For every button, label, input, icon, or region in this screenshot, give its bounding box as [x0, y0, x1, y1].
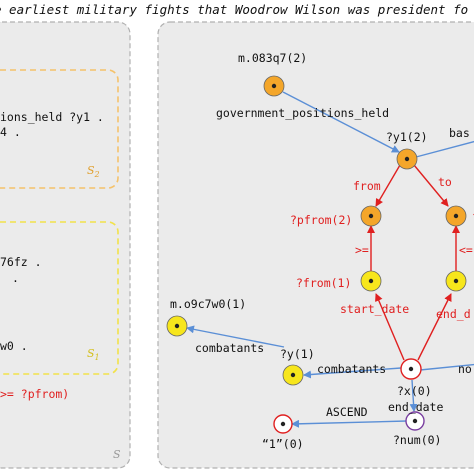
edge-label-no: no	[458, 362, 472, 376]
graph-edges	[186, 91, 474, 428]
node-label-pfrom: ?pfrom(2)	[290, 213, 352, 227]
edge-bas	[415, 140, 474, 158]
node-from1	[360, 270, 382, 292]
edge-label-lte: <=	[459, 243, 473, 257]
edge-label-gte: >=	[355, 243, 369, 257]
s2-label: S2	[87, 164, 100, 179]
edge-label-to: to	[438, 175, 452, 189]
node-label-pto: ?p	[472, 211, 474, 225]
node-y1	[396, 148, 418, 170]
node-one0	[273, 414, 293, 434]
node-pto	[445, 205, 467, 227]
graph-nodes	[166, 75, 467, 434]
node-label-m0: m.o9c7w0(1)	[170, 297, 246, 311]
edge-label-combatants-1: combatants	[317, 362, 386, 376]
node-label-one0: “1”(0)	[262, 437, 304, 451]
edge-label-end-date: end_date	[388, 400, 443, 414]
subquery-s1-box	[0, 221, 119, 375]
node-y-1	[282, 364, 304, 386]
query-line: ions_held ?y1 .	[0, 110, 104, 124]
node-num0	[405, 411, 425, 431]
right-graph-panel	[157, 21, 474, 469]
edge-no	[419, 363, 474, 371]
node-label-x0: ?x(0)	[397, 384, 432, 398]
edge-combatants-1	[303, 367, 402, 379]
question-title: e earliest military fights that Woodrow …	[0, 2, 469, 17]
left-query-lines: ions_held ?y1 .4 . 76fz .. w0 .	[0, 110, 104, 353]
s1-label: S1	[87, 347, 100, 362]
edge-label-start-date: start_date	[340, 302, 409, 316]
edge-label-ascend: ASCEND	[326, 405, 368, 419]
node-to1	[445, 270, 467, 292]
node-pfrom	[360, 205, 382, 227]
edge-end-date	[409, 379, 418, 412]
left-query-panel	[0, 21, 131, 469]
edge-start-date	[375, 293, 405, 361]
edge-label-bas: bas	[449, 126, 470, 140]
edge-combatants-2	[186, 325, 285, 348]
edge-end-d	[417, 293, 452, 361]
edge-government-positions-held	[282, 91, 400, 153]
edge-label-from: from	[353, 179, 381, 193]
edge-label-combatants-2: combatants	[195, 341, 264, 355]
edge-ascend	[291, 419, 408, 428]
filter-text: >= ?pfrom)	[0, 387, 69, 401]
edge-from	[375, 164, 401, 207]
query-line: .	[12, 271, 19, 285]
node-label-y-1: ?y(1)	[280, 347, 315, 361]
query-line: w0 .	[0, 339, 28, 353]
node-m0	[166, 315, 188, 337]
node-label-y1: ?y1(2)	[386, 130, 428, 144]
edge-to	[413, 164, 449, 207]
s-label: S	[113, 448, 121, 461]
node-label-m083q7: m.083q7(2)	[238, 51, 307, 65]
node-x0	[400, 358, 422, 380]
edge-label-end-d: end_d	[436, 307, 471, 321]
query-line: 76fz .	[0, 255, 42, 269]
subquery-s2-box	[0, 69, 119, 189]
edge-label-gov: government_positions_held	[216, 106, 389, 120]
query-line: 4 .	[0, 125, 21, 139]
node-label-from1: ?from(1)	[296, 276, 351, 290]
node-label-num0: ?num(0)	[393, 433, 441, 447]
node-m083q7	[263, 75, 285, 97]
